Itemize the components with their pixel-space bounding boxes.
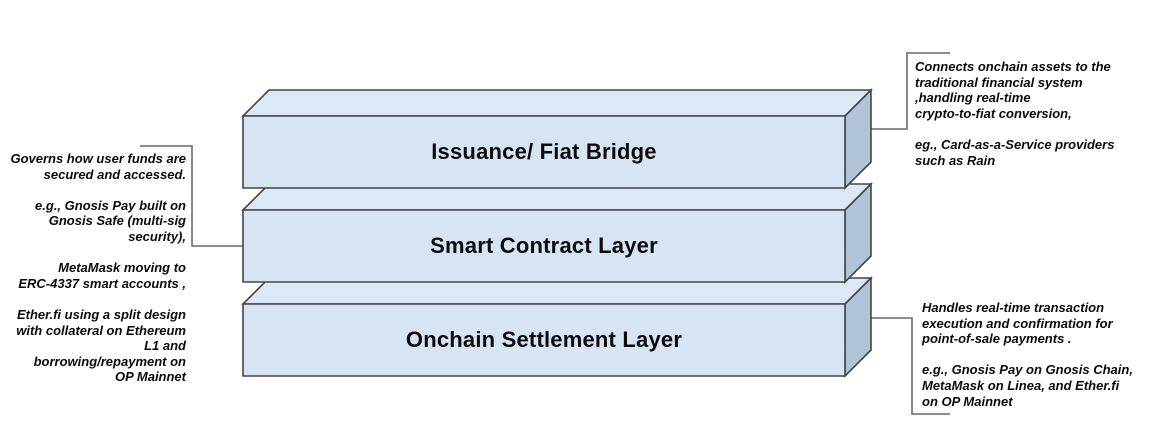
layer-title-issuance-fiat-bridge: Issuance/ Fiat Bridge xyxy=(431,139,657,164)
connector-left-callout xyxy=(140,145,243,247)
callout-line xyxy=(0,245,186,261)
callout-line: Gnosis Safe (multi-sig xyxy=(48,213,186,229)
callout-line: point-of-sale payments . xyxy=(922,331,1072,347)
callout-line: e.g., Gnosis Pay built on xyxy=(35,197,186,213)
callout-line xyxy=(915,121,1151,137)
callout-line: ERC-4337 smart accounts , xyxy=(18,275,186,291)
callout-line: ,handling real-time xyxy=(915,90,1031,106)
layer-title-onchain-settlement-layer: Onchain Settlement Layer xyxy=(405,327,683,352)
callout-line xyxy=(0,182,186,198)
callout-line: crypto-to-fiat conversion, xyxy=(915,105,1072,121)
callout-line: MetaMask on Linea, and Ether.fi xyxy=(922,377,1120,393)
connector-bottom-right-callout xyxy=(869,317,950,415)
callout-line: Ether.fi using a split design xyxy=(16,306,186,322)
callout-line: secured and accessed. xyxy=(43,166,186,182)
callout-line: OP Mainnet xyxy=(114,369,186,385)
layer-title-smart-contract-layer: Smart Contract Layer xyxy=(430,233,658,258)
callout-line xyxy=(0,291,186,307)
callout-line: eg., Card-as-a-Service providers xyxy=(915,136,1115,152)
issuance-box-top-face xyxy=(241,89,873,117)
callout-line: with collateral on Ethereum xyxy=(16,322,186,338)
callout-line xyxy=(922,347,1151,363)
callout-line: Governs how user funds are xyxy=(10,151,186,166)
callout-line: execution and confirmation for xyxy=(922,315,1113,331)
box-onchain-settlement-layer xyxy=(241,276,873,378)
callout-line: on OP Mainnet xyxy=(922,393,1013,409)
callout-line: MetaMask moving to xyxy=(58,260,186,276)
callout-line: borrowing/repayment on xyxy=(33,353,186,369)
issuance-box-front-face xyxy=(242,115,846,189)
callout-line: such as Rain xyxy=(915,152,996,168)
box-issuance-fiat-bridge xyxy=(241,88,873,190)
callout-line: Connects onchain assets to the xyxy=(915,59,1111,74)
smart-contract-box-front-face xyxy=(242,209,846,283)
callout-line: security), xyxy=(128,228,186,244)
callout-line: Handles real-time transaction xyxy=(922,300,1105,315)
onchain-box-front-face xyxy=(242,303,846,377)
callout-line: L1 and xyxy=(144,338,186,354)
callout-line: e.g., Gnosis Pay on Gnosis Chain, xyxy=(922,362,1133,378)
connector-top-right-callout xyxy=(869,52,950,130)
callout-line: traditional financial system xyxy=(915,74,1083,90)
box-smart-contract-layer xyxy=(241,182,873,284)
